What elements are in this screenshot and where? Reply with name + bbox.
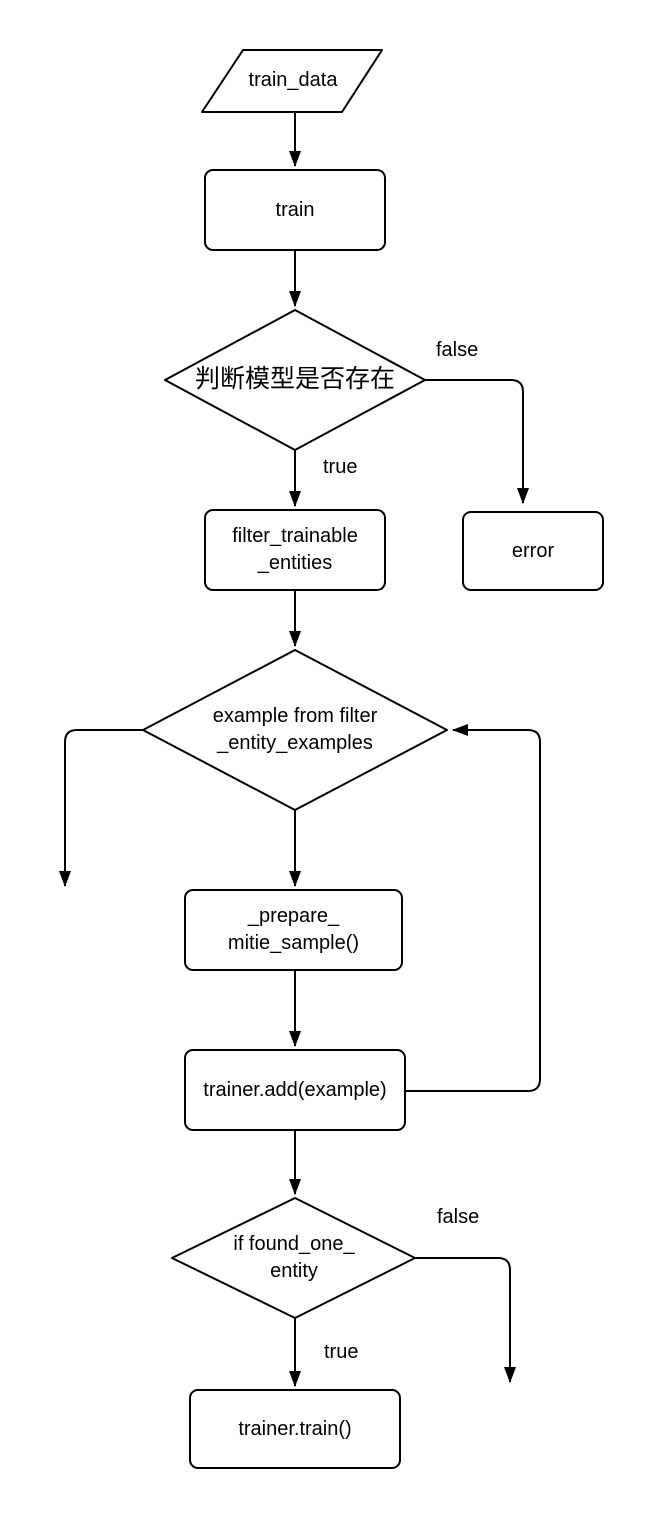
prepare-line2: mitie_sample() (227, 932, 360, 954)
node-train-shape (204, 169, 386, 251)
trainer-train-text: trainer.train() (238, 1417, 352, 1440)
filter-trainable-line2: _entities (257, 552, 333, 574)
node-trainer-add-label: trainer.add(example) (185, 1050, 405, 1130)
found-one-line2: entity (270, 1260, 318, 1282)
node-example-from-filter-shape (142, 649, 448, 811)
example-from-filter-line1: example from filter (212, 705, 378, 727)
edge-label-found-one-true: true (324, 1341, 359, 1363)
example-from-filter-line2: _entity_examples (217, 732, 373, 754)
edge-label-model-exists-true: true (323, 456, 358, 478)
error-text: error (511, 539, 555, 562)
train-data-text: train_data (248, 68, 338, 91)
edge-found-one-false (415, 1257, 516, 1383)
node-model-exists-shape (164, 309, 426, 451)
prepare-line1: _prepare_ (247, 905, 340, 927)
node-prepare-mitie-sample-label: _prepare_ mitie_sample() (185, 890, 402, 970)
node-error-shape (462, 511, 604, 591)
edge-label-found-one-false: false (437, 1206, 480, 1228)
filter-trainable-line1: filter_trainable (232, 525, 358, 547)
node-if-found-one-entity-label: if found_one_ entity (172, 1198, 416, 1318)
trainer-add-text: trainer.add(example) (203, 1078, 387, 1101)
found-one-line1: if found_one_ (233, 1233, 355, 1255)
node-train-data-label: train_data (203, 50, 383, 110)
node-error-label: error (463, 512, 603, 590)
edge-trainer-add-loop (405, 724, 541, 1092)
node-trainer-add-shape (184, 1049, 406, 1131)
node-if-found-one-entity-shape (171, 1197, 416, 1319)
node-filter-trainable-entities-label: filter_trainable _entities (205, 510, 385, 590)
edge-model-exists-false (425, 379, 529, 504)
edge-label-model-exists-false: false (436, 339, 479, 361)
node-train-label: train (205, 170, 385, 250)
node-model-exists-label: 判断模型是否存在 (165, 310, 425, 450)
node-example-from-filter-label: example from filter _entity_examples (143, 650, 447, 810)
node-trainer-train-shape (189, 1389, 401, 1469)
edge-example-exit-left (59, 729, 143, 887)
node-trainer-train-label: trainer.train() (190, 1390, 400, 1468)
node-train-data-shape (201, 49, 383, 113)
node-filter-trainable-entities-shape (204, 509, 386, 591)
node-prepare-mitie-sample-shape (184, 889, 403, 971)
model-exists-text: 判断模型是否存在 (194, 365, 395, 394)
train-text: train (275, 198, 315, 221)
